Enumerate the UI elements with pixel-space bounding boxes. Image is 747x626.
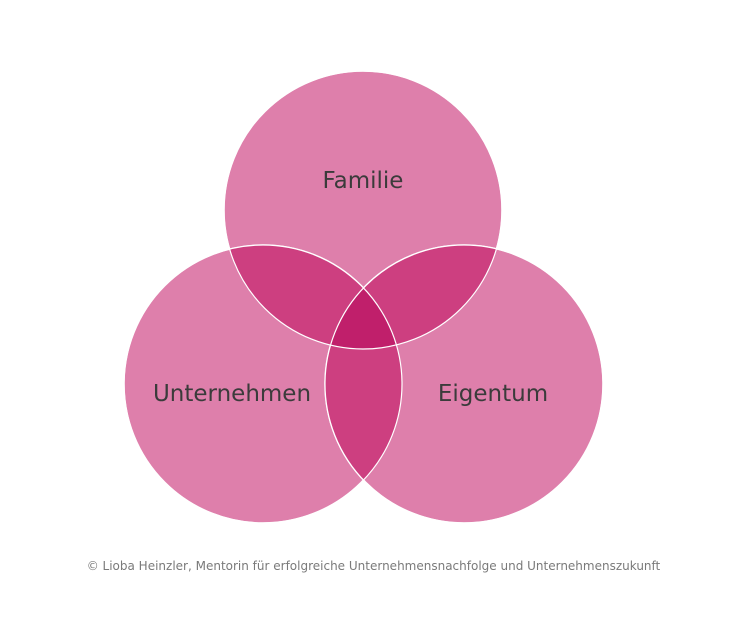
label-familie: Familie (323, 168, 404, 194)
overlap-familie-unternehmen (224, 245, 402, 349)
label-unternehmen: Unternehmen (153, 381, 311, 407)
overlap-familie-eigentum (325, 245, 502, 349)
label-eigentum: Eigentum (438, 381, 548, 407)
copyright-footer: © Lioba Heinzler, Mentorin für erfolgrei… (86, 559, 661, 573)
